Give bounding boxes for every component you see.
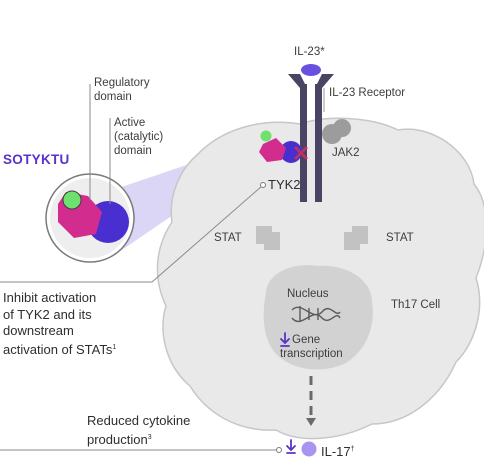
cytokine-text: Reduced cytokine production3 bbox=[87, 413, 191, 447]
tyk2-label: TYK2 bbox=[268, 177, 301, 192]
stat-label-right: STAT bbox=[386, 232, 414, 244]
mechanism-reference: 1 bbox=[112, 343, 117, 351]
il23-label: IL-23* bbox=[294, 46, 325, 58]
gene-transcription-label: Gene transcription bbox=[280, 334, 343, 360]
leader-lines bbox=[0, 84, 278, 451]
nucleus-label: Nucleus bbox=[287, 288, 329, 300]
regulatory-domain-label: Regulatory domain bbox=[94, 77, 150, 103]
inhibit-x-icon bbox=[294, 146, 308, 160]
cytokine-reference: 3 bbox=[147, 433, 152, 441]
jak2-label: JAK2 bbox=[332, 147, 360, 159]
cytokine-pointer-dot bbox=[276, 447, 282, 453]
zoom-drug-molecule bbox=[62, 190, 82, 210]
reduced-arrow-icon bbox=[286, 439, 296, 454]
secretion-arrowhead bbox=[306, 418, 316, 426]
dna-icon bbox=[291, 306, 341, 323]
stat-protein-left bbox=[256, 226, 280, 250]
il23-receptor-label: IL-23 Receptor bbox=[329, 87, 406, 99]
down-arrow-icon bbox=[280, 332, 290, 347]
th17-cell-label: Th17 Cell bbox=[391, 299, 441, 311]
mechanism-text: Inhibit activation of TYK2 and its downs… bbox=[3, 290, 117, 357]
stat-label-left: STAT bbox=[214, 232, 242, 244]
il17-label: IL-17† bbox=[321, 444, 355, 459]
tyk2-pointer-dot bbox=[260, 182, 266, 188]
drug-name: SOTYKTU bbox=[3, 152, 70, 167]
stat-protein-right bbox=[344, 226, 368, 250]
il17-mark: † bbox=[350, 446, 355, 453]
il23-cytokine bbox=[301, 64, 321, 76]
il23-receptor bbox=[288, 74, 334, 202]
active-domain-label: Active (catalytic) domain bbox=[114, 117, 164, 157]
jak2-protein bbox=[322, 119, 351, 144]
il17-cytokine bbox=[301, 441, 317, 457]
